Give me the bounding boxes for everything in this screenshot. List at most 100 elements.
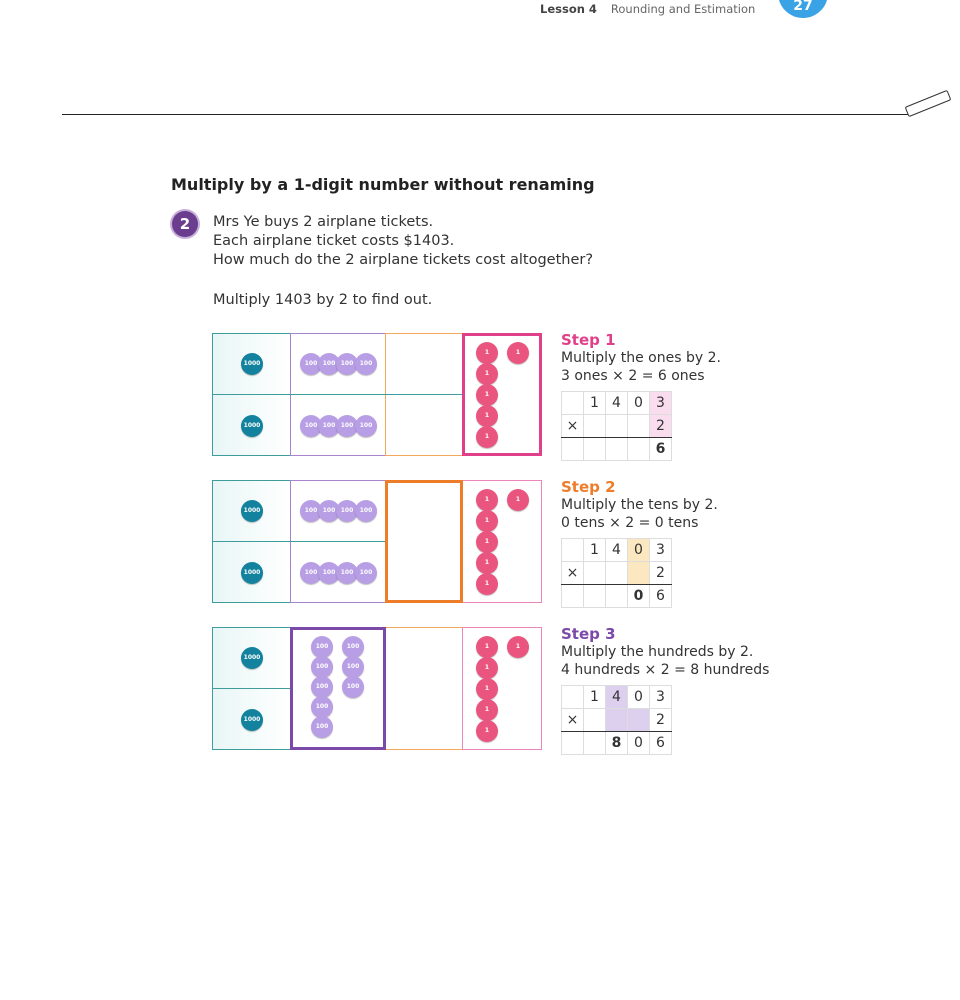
place-value-disk-1: 1 <box>476 573 498 595</box>
pencil-icon <box>904 89 952 118</box>
table-cell: 3 <box>649 538 672 562</box>
place-value-disk-100: 100 <box>300 353 322 375</box>
section-title: Multiply by a 1-digit number without ren… <box>171 175 595 194</box>
row-divider <box>212 541 386 542</box>
table-cell: 1 <box>583 391 606 415</box>
place-value-disk-100: 100 <box>318 500 340 522</box>
table-cell: 2 <box>649 708 672 732</box>
table-cell: 0 <box>627 584 650 608</box>
table-row: ×2 <box>561 561 672 585</box>
table-cell <box>561 437 584 461</box>
place-value-disk-1000: 1000 <box>241 353 263 375</box>
ones-column <box>462 627 542 750</box>
place-value-disk-1000: 1000 <box>241 709 263 731</box>
ones-column <box>462 480 542 603</box>
place-value-disk-100: 100 <box>311 676 333 698</box>
page-number-badge: 27 <box>778 0 828 18</box>
table-cell <box>583 414 606 438</box>
step-title: Step 1 <box>561 331 616 349</box>
table-cell: 0 <box>627 538 650 562</box>
table-cell: × <box>561 414 584 438</box>
table-cell <box>561 731 584 755</box>
table-cell: 2 <box>649 414 672 438</box>
table-cell: 4 <box>605 538 628 562</box>
place-value-disk-100: 100 <box>300 562 322 584</box>
table-cell <box>605 437 628 461</box>
place-value-disk-100: 100 <box>300 415 322 437</box>
table-cell <box>605 584 628 608</box>
place-value-disk-1: 1 <box>507 489 529 511</box>
table-cell <box>605 414 628 438</box>
step-instruction: Multiply the ones by 2. <box>561 350 721 366</box>
place-value-disk-1: 1 <box>476 384 498 406</box>
table-row: 6 <box>561 437 672 461</box>
table-cell: 3 <box>649 685 672 709</box>
place-value-disk-100: 100 <box>355 562 377 584</box>
place-value-disk-100: 100 <box>342 636 364 658</box>
table-cell <box>561 584 584 608</box>
place-value-disk-100: 100 <box>336 353 358 375</box>
table-row: ×2 <box>561 414 672 438</box>
place-value-disk-100: 100 <box>300 500 322 522</box>
row-divider <box>212 394 463 395</box>
tens-column <box>385 480 463 603</box>
step-title: Step 3 <box>561 625 616 643</box>
place-value-disk-1: 1 <box>476 720 498 742</box>
table-cell <box>583 708 606 732</box>
place-value-disk-1: 1 <box>476 552 498 574</box>
place-value-disk-100: 100 <box>318 353 340 375</box>
table-cell: × <box>561 561 584 585</box>
step-equation: 4 hundreds × 2 = 8 hundreds <box>561 662 770 678</box>
table-cell <box>605 708 628 732</box>
table-cell <box>561 685 584 709</box>
table-cell: 0 <box>627 731 650 755</box>
place-value-disk-100: 100 <box>336 562 358 584</box>
place-value-disk-100: 100 <box>311 636 333 658</box>
place-value-disk-1: 1 <box>476 699 498 721</box>
table-cell: 1 <box>583 685 606 709</box>
place-value-disk-1: 1 <box>476 636 498 658</box>
question-line: How much do the 2 airplane tickets cost … <box>213 252 594 268</box>
table-cell: 8 <box>605 731 628 755</box>
place-value-disk-1000: 1000 <box>241 415 263 437</box>
tens-column <box>385 627 463 750</box>
place-value-disk-1000: 1000 <box>241 500 263 522</box>
table-cell: 4 <box>605 391 628 415</box>
table-cell <box>627 437 650 461</box>
place-value-disk-100: 100 <box>318 415 340 437</box>
question-hint: Multiply 1403 by 2 to find out. <box>213 292 433 308</box>
place-value-disk-1: 1 <box>476 657 498 679</box>
step-instruction: Multiply the hundreds by 2. <box>561 644 754 660</box>
place-value-disk-100: 100 <box>318 562 340 584</box>
place-value-disk-100: 100 <box>355 415 377 437</box>
place-value-disk-1: 1 <box>476 510 498 532</box>
table-cell: 2 <box>649 561 672 585</box>
place-value-disk-1: 1 <box>476 363 498 385</box>
table-row: ×2 <box>561 708 672 732</box>
table-cell <box>583 437 606 461</box>
table-cell <box>605 561 628 585</box>
place-value-disk-100: 100 <box>355 500 377 522</box>
table-cell: 0 <box>627 391 650 415</box>
place-value-disk-1: 1 <box>476 405 498 427</box>
place-value-disk-100: 100 <box>311 716 333 738</box>
table-cell <box>561 391 584 415</box>
table-cell: 6 <box>649 731 672 755</box>
place-value-disk-1: 1 <box>476 678 498 700</box>
step-equation: 3 ones × 2 = 6 ones <box>561 368 705 384</box>
step-title: Step 2 <box>561 478 616 496</box>
table-cell <box>627 414 650 438</box>
place-value-disk-100: 100 <box>355 353 377 375</box>
